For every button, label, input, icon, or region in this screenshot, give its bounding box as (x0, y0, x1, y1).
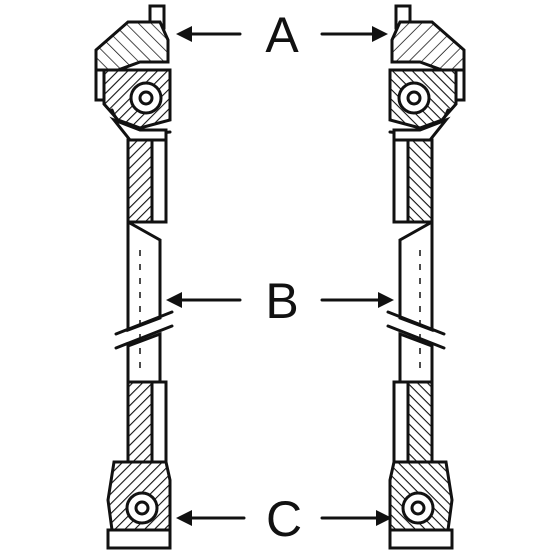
callout-a-label: A (265, 7, 299, 63)
callout-c-left-arrowhead (176, 510, 192, 526)
callout-b: B (166, 273, 394, 329)
callout-c-right-arrowhead (376, 510, 392, 526)
callout-c: C (176, 491, 392, 547)
callout-c-label: C (266, 491, 302, 547)
callout-a-left-arrowhead (176, 26, 192, 42)
left-section (94, 4, 174, 550)
callout-b-left-arrowhead (166, 292, 182, 308)
right-section (386, 4, 466, 550)
callout-b-right-arrowhead (378, 292, 394, 308)
callout-a-right-arrowhead (372, 26, 388, 42)
callout-a: A (176, 7, 388, 63)
callout-b-label: B (265, 273, 298, 329)
